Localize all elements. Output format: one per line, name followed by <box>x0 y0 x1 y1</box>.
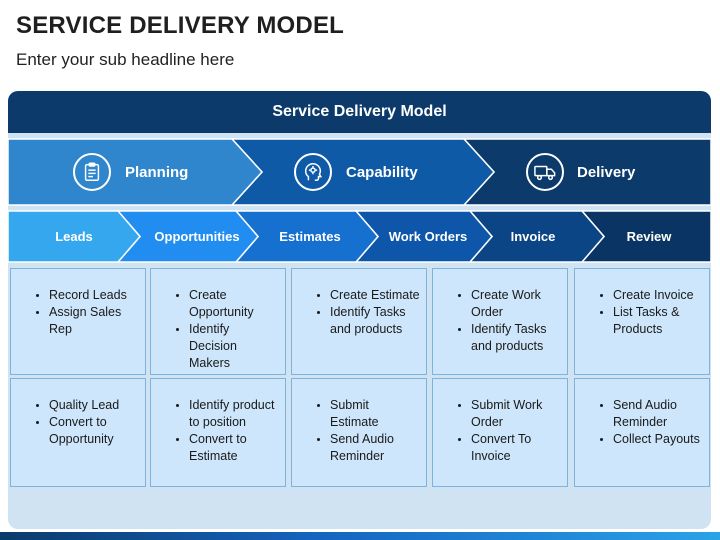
card-row1-col1: Record LeadsAssign Sales Rep <box>10 268 146 375</box>
bullet-item: Identify Tasks and products <box>330 304 420 338</box>
bullet-item: Assign Sales Rep <box>49 304 139 338</box>
card-row1-col3: Create EstimateIdentify Tasks and produc… <box>291 268 427 375</box>
bottom-accent-bar <box>0 532 720 540</box>
bullet-list: Record LeadsAssign Sales Rep <box>19 287 139 338</box>
card-row2-col3: Submit EstimateSend Audio Reminder <box>291 378 427 487</box>
step-label-invoice: Invoice <box>510 229 556 244</box>
card-row2-col2: Identify product to positionConvert to E… <box>150 378 286 487</box>
step-label-opportunities: Opportunities <box>154 229 240 244</box>
bullet-list: Submit Work OrderConvert To Invoice <box>441 397 561 465</box>
page-title: SERVICE DELIVERY MODEL <box>16 12 345 39</box>
bullet-item: List Tasks & Products <box>613 304 703 338</box>
bullet-item: Create Estimate <box>330 287 420 304</box>
bullet-list: Submit EstimateSend Audio Reminder <box>300 397 420 465</box>
bullet-item: Submit Estimate <box>330 397 420 431</box>
bullet-item: Create Invoice <box>613 287 703 304</box>
bullet-list: Create Work OrderIdentify Tasks and prod… <box>441 287 561 355</box>
bullet-item: Submit Work Order <box>471 397 561 431</box>
bullet-item: Create Opportunity <box>189 287 279 321</box>
bullet-item: Record Leads <box>49 287 139 304</box>
bullet-item: Identify product to position <box>189 397 279 431</box>
bullet-item: Identify Decision Makers <box>189 321 279 372</box>
bullet-list: Quality LeadConvert to Opportunity <box>19 397 139 448</box>
card-row1-col5: Create InvoiceList Tasks & Products <box>574 268 710 375</box>
card-row2-col1: Quality LeadConvert to Opportunity <box>10 378 146 487</box>
gear-head-icon <box>294 153 332 191</box>
card-row2-col4: Submit Work OrderConvert To Invoice <box>432 378 568 487</box>
bullet-item: Identify Tasks and products <box>471 321 561 355</box>
card-row2-col5: Send Audio ReminderCollect Payouts <box>574 378 710 487</box>
bullet-list: Create InvoiceList Tasks & Products <box>583 287 703 338</box>
step-chevron-0 <box>7 210 141 263</box>
step-label-leads: Leads <box>55 229 93 244</box>
bullet-item: Create Work Order <box>471 287 561 321</box>
bullet-list: Send Audio ReminderCollect Payouts <box>583 397 703 448</box>
bullet-item: Convert To Invoice <box>471 431 561 465</box>
bullet-item: Collect Payouts <box>613 431 703 448</box>
bullet-item: Quality Lead <box>49 397 139 414</box>
bullet-item: Send Audio Reminder <box>330 431 420 465</box>
page-subtitle: Enter your sub headline here <box>16 50 235 69</box>
chevron-layer <box>7 138 712 263</box>
phase-label-delivery: Delivery <box>577 164 636 181</box>
card-row1-col2: Create OpportunityIdentify Decision Make… <box>150 268 286 375</box>
bullet-item: Convert to Opportunity <box>49 414 139 448</box>
bullet-list: Create OpportunityIdentify Decision Make… <box>159 287 279 372</box>
phase-label-planning: Planning <box>125 164 189 181</box>
phase-chevron-0 <box>7 138 264 206</box>
step-label-review: Review <box>626 229 672 244</box>
bullet-list: Identify product to positionConvert to E… <box>159 397 279 465</box>
bullet-item: Send Audio Reminder <box>613 397 703 431</box>
bullet-item: Convert to Estimate <box>189 431 279 465</box>
truck-icon <box>526 153 564 191</box>
clipboard-icon <box>73 153 111 191</box>
step-label-estimates: Estimates <box>279 229 341 244</box>
card-row1-col4: Create Work OrderIdentify Tasks and prod… <box>432 268 568 375</box>
phase-label-capability: Capability <box>346 164 418 181</box>
bullet-list: Create EstimateIdentify Tasks and produc… <box>300 287 420 338</box>
diagram-banner: Service Delivery Model <box>8 91 711 133</box>
step-label-work-orders: Work Orders <box>388 229 468 244</box>
